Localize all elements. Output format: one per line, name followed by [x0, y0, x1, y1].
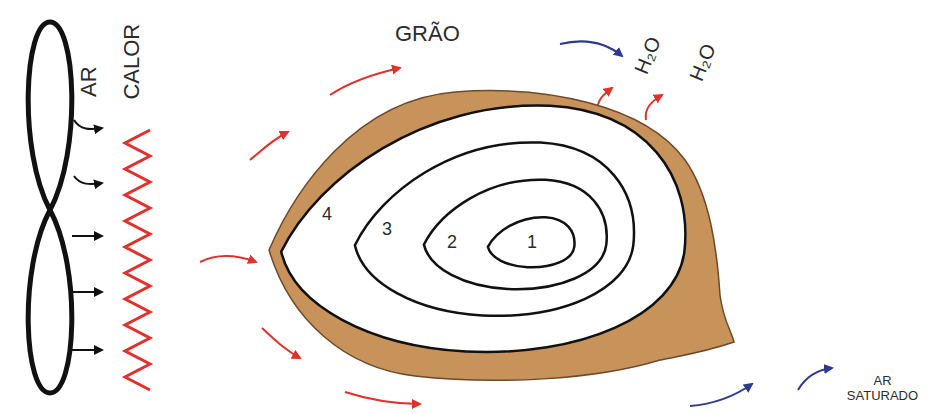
- grain-heading: GRÃO: [395, 22, 460, 46]
- callout-number: 4: [322, 205, 332, 225]
- air-arrows: [72, 120, 102, 350]
- heater-zigzag: [125, 130, 150, 390]
- water-label: H₂O: [685, 41, 720, 85]
- layer-contour: 21: [422, 175, 612, 295]
- layer-contour: 4321: [277, 95, 697, 365]
- grain-body: [269, 91, 734, 381]
- callout-number: 2: [447, 233, 457, 253]
- layer-contour: 1: [487, 215, 577, 270]
- contour-line: [424, 180, 607, 290]
- heat-label: CALOR: [119, 24, 144, 100]
- layer-contour: 321: [352, 135, 642, 325]
- grain-outline: GRÃO4321: [265, 80, 735, 390]
- air-label: AR: [76, 66, 101, 97]
- water-label: H₂O: [630, 34, 665, 78]
- contour-line: [488, 217, 575, 267]
- callout-number: 1: [527, 233, 537, 253]
- callout-number: 3: [382, 220, 392, 240]
- saturated-air-label: AR SATURADO: [840, 374, 925, 404]
- contour-line: [355, 142, 634, 315]
- fan-symbol: [28, 22, 72, 393]
- contour-line: [281, 106, 685, 352]
